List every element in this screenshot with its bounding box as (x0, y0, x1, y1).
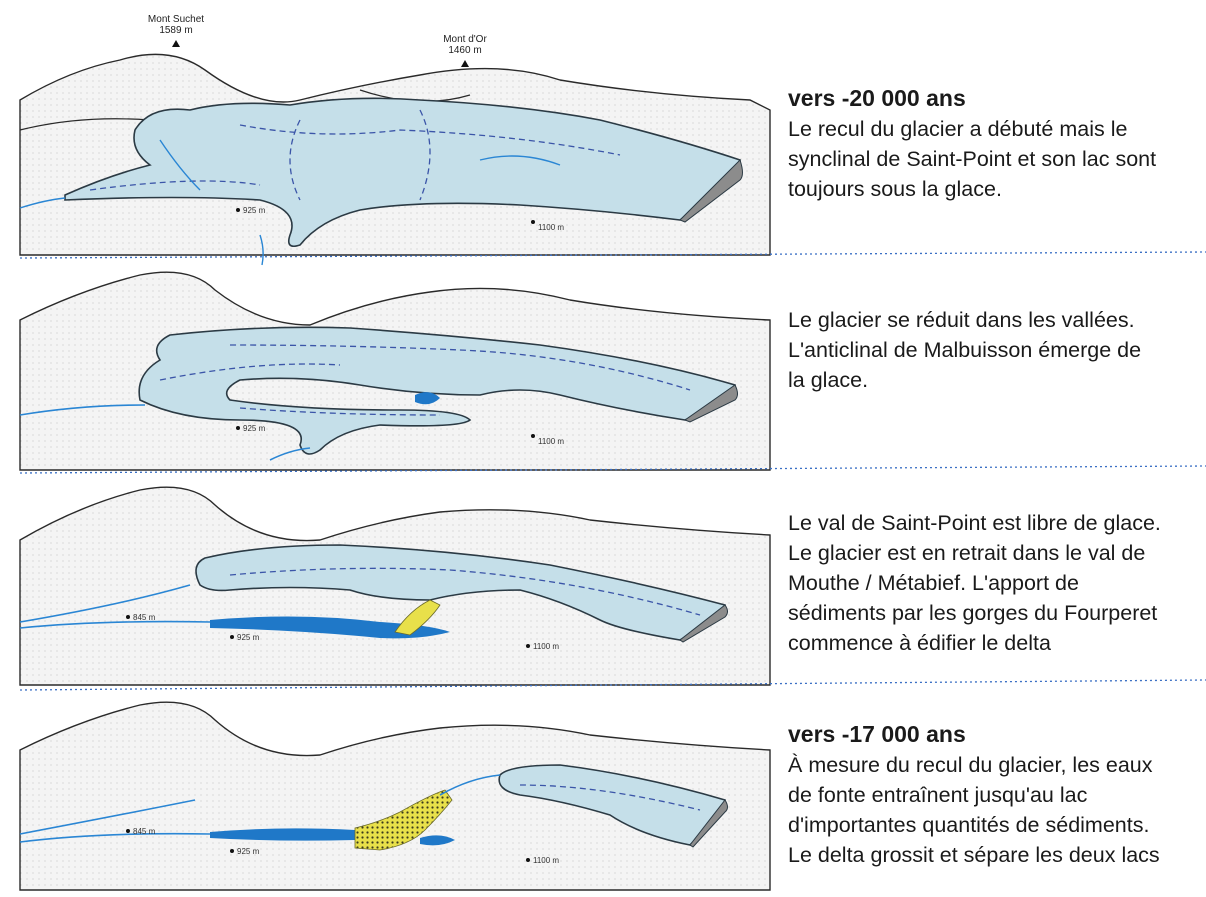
description-line: de fonte entraînent jusqu'au lac (788, 780, 1198, 810)
description-line: la glace. (788, 365, 1198, 395)
panel-1-illustration: 925 m 1100 m (20, 54, 770, 265)
peak-marker-icon (461, 60, 469, 67)
altitude-label: 1100 m (533, 856, 559, 865)
description-line: commence à édifier le delta (788, 628, 1198, 658)
altitude-point (236, 426, 240, 430)
panel-2-caption: Le glacier se réduit dans les vallées. L… (788, 305, 1198, 395)
panel-1-caption: vers -20 000 ans Le recul du glacier a d… (788, 84, 1198, 204)
altitude-label: 1100 m (538, 223, 564, 232)
description-line: Mouthe / Métabief. L'apport de (788, 568, 1198, 598)
peak-name: Mont Suchet (148, 14, 204, 25)
panel-description: À mesure du recul du glacier, les eaux d… (788, 750, 1198, 870)
altitude-label: 925 m (243, 206, 266, 215)
panel-4-caption: vers -17 000 ans À mesure du recul du gl… (788, 720, 1198, 870)
altitude-point (126, 829, 130, 833)
peak-marker-icon (172, 40, 180, 47)
altitude-point (236, 208, 240, 212)
description-line: Le recul du glacier a débuté mais le (788, 114, 1198, 144)
altitude-label: 1100 m (533, 642, 559, 651)
description-line: Le delta grossit et sépare les deux lacs (788, 840, 1198, 870)
description-line: À mesure du recul du glacier, les eaux (788, 750, 1198, 780)
panel-4-illustration: 845 m 925 m 1100 m (20, 702, 770, 890)
panel-description: Le val de Saint-Point est libre de glace… (788, 508, 1198, 658)
description-line: d'importantes quantités de sédiments. (788, 810, 1198, 840)
description-line: L'anticlinal de Malbuisson émerge de (788, 335, 1198, 365)
altitude-label: 925 m (243, 424, 266, 433)
altitude-point (526, 858, 530, 862)
description-line: synclinal de Saint-Point et son lac sont (788, 144, 1198, 174)
era-title: vers -17 000 ans (788, 720, 1198, 748)
peak-name: Mont d'Or (443, 34, 487, 45)
description-line: sédiments par les gorges du Fourperet (788, 598, 1198, 628)
description-line: Le val de Saint-Point est libre de glace… (788, 508, 1198, 538)
description-line: Le glacier est en retrait dans le val de (788, 538, 1198, 568)
peak-mont-dor: Mont d'Or 1460 m (443, 34, 487, 67)
panel-2-illustration: 925 m 1100 m (20, 272, 770, 470)
altitude-label: 1100 m (538, 437, 564, 446)
altitude-label: 845 m (133, 613, 156, 622)
altitude-point (531, 434, 535, 438)
altitude-point (230, 635, 234, 639)
peak-altitude: 1589 m (159, 25, 192, 36)
panel-description: Le recul du glacier a débuté mais le syn… (788, 114, 1198, 204)
era-title: vers -20 000 ans (788, 84, 1198, 112)
peak-altitude: 1460 m (448, 45, 481, 56)
panel-3-illustration: 845 m 925 m 1100 m (20, 487, 770, 685)
altitude-point (531, 220, 535, 224)
altitude-label: 925 m (237, 847, 260, 856)
altitude-label: 845 m (133, 827, 156, 836)
description-line: toujours sous la glace. (788, 174, 1198, 204)
altitude-label: 925 m (237, 633, 260, 642)
altitude-point (230, 849, 234, 853)
altitude-point (126, 615, 130, 619)
peak-mont-suchet: Mont Suchet 1589 m (148, 14, 204, 47)
altitude-point (526, 644, 530, 648)
panel-3-caption: Le val de Saint-Point est libre de glace… (788, 508, 1198, 658)
description-line: Le glacier se réduit dans les vallées. (788, 305, 1198, 335)
panel-description: Le glacier se réduit dans les vallées. L… (788, 305, 1198, 395)
